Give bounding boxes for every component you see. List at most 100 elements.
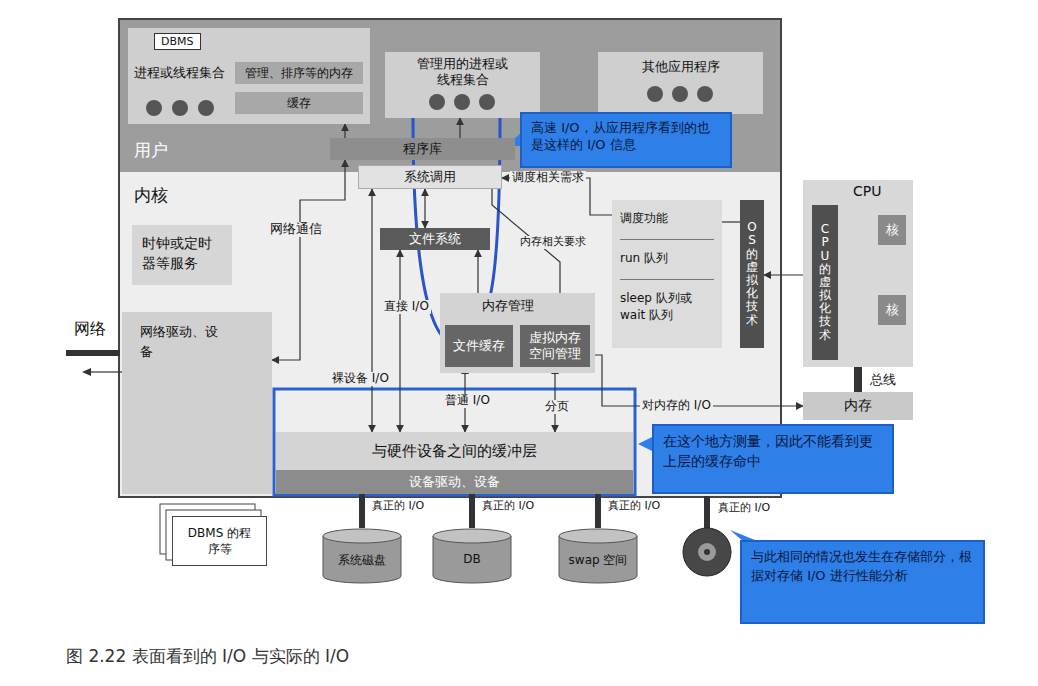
connector xyxy=(502,178,612,215)
node-text: 其他应用程序 xyxy=(598,58,763,76)
connector xyxy=(459,118,460,138)
edge-label-holder: 直接 I/O xyxy=(382,300,431,314)
scheduler-box: 调度功能run 队列sleep 队列或 wait 队列 xyxy=(612,200,722,348)
cylinder-top xyxy=(559,529,637,543)
node-text: 用户 xyxy=(134,139,168,162)
application-group: 其他应用程序 xyxy=(598,52,763,114)
network-leader xyxy=(90,371,122,372)
edge-label: 网络通信 xyxy=(268,222,324,237)
user-space-fill xyxy=(120,20,780,172)
virtual-memory-box: 虚拟内存空间管理 xyxy=(520,325,590,367)
connector xyxy=(371,189,372,432)
edge-label: 真正的 I/O xyxy=(480,500,536,513)
node-text: 高速 I/O，从应用程序看到的也是这样的 I/O 信息 xyxy=(531,119,721,153)
process-dot xyxy=(172,100,188,116)
callout-box: 与此相同的情况也发生在存储部分，根据对存储 I/O 进行性能分析 xyxy=(740,540,985,624)
node-text: 设备驱动、设备 xyxy=(409,473,500,491)
edge-label-holder: 对内存的 I/O xyxy=(640,399,713,413)
connector xyxy=(424,189,425,228)
connector xyxy=(464,367,465,432)
disk-hub xyxy=(698,543,716,561)
node-text: 进程或线程集合 xyxy=(134,64,232,82)
connector xyxy=(272,160,345,360)
node-text: 在这个地方测量，因此不能看到更上层的缓存命中 xyxy=(663,431,883,471)
io-bar xyxy=(595,494,601,528)
edge-label-holder: 真正的 I/O xyxy=(480,500,536,513)
process-group: DBMS 进程或线程集合管理、排序等的内存缓存 xyxy=(128,28,370,124)
process-dot xyxy=(479,94,495,110)
service-box: 时钟或定时器等服务 xyxy=(132,225,232,285)
node-text: OS 的虚拟化技术 xyxy=(746,221,758,327)
node-text: 缓存 xyxy=(287,95,311,112)
node-text: 核 xyxy=(886,301,899,319)
node-text: 调度功能 xyxy=(620,210,714,227)
io-label: 真正的 I/O xyxy=(716,502,772,515)
core-box: 核 xyxy=(878,295,906,325)
disk-cylinder: 系统磁盘 xyxy=(322,528,402,584)
node-text: 与硬件设备之间的缓冲层 xyxy=(372,442,537,461)
virtualization-strip: OS 的虚拟化技术 xyxy=(740,200,764,348)
node-text: 与此相同的情况也发生在存储部分，根据对存储 I/O 进行性能分析 xyxy=(751,547,974,585)
network-arrowhead xyxy=(82,368,91,376)
callout-box: 高速 I/O，从应用程序看到的也是这样的 I/O 信息 xyxy=(520,112,732,168)
edge-label-holder: 裸设备 I/O xyxy=(330,372,391,386)
buffer-layer-band: 与硬件设备之间的缓冲层 xyxy=(276,432,633,470)
file-cache-box: 文件缓存 xyxy=(445,325,513,367)
connector xyxy=(590,355,803,406)
edge-label-holder: 网络通信 xyxy=(268,222,324,237)
edge-label: 对内存的 I/O xyxy=(640,399,713,413)
process-dot xyxy=(429,94,445,110)
node-text: 程序库 xyxy=(403,140,442,158)
node-text: 网络驱动、设备 xyxy=(140,322,222,362)
edge-label-holder: 分页 xyxy=(543,400,571,414)
io-bar xyxy=(854,367,862,392)
memory-box: 管理、排序等的内存 xyxy=(235,62,363,84)
node-text: 内存管理 xyxy=(482,297,534,315)
node-text: 虚拟内存空间管理 xyxy=(527,330,583,362)
caption-holder: 图 2.22 表面看到的 I/O 与实际的 I/O xyxy=(66,645,349,668)
io-bar xyxy=(704,496,710,528)
node-text: 系统磁盘 xyxy=(322,552,402,569)
process-dot xyxy=(647,86,663,102)
program-document: DBMS 的程序等 xyxy=(172,516,267,566)
cache-box: 缓存 xyxy=(235,92,363,114)
node-text: run 队列 xyxy=(620,239,714,267)
node-text: 内存 xyxy=(844,397,872,415)
edge-label-holder: 总线 xyxy=(868,373,898,388)
edge-label-holder: 真正的 I/O xyxy=(606,500,662,513)
node-text: DBMS 的程序等 xyxy=(188,525,252,557)
edge-label: 调度相关需求 xyxy=(510,171,586,185)
edge-label: 总线 xyxy=(868,373,898,388)
edge-label-holder: 普通 I/O xyxy=(443,394,492,408)
cylinder-top xyxy=(433,529,511,543)
cpu-box: CPUCPU 的虚拟化技术核核 xyxy=(803,180,913,367)
process-dot xyxy=(454,94,470,110)
node-text: 管理、排序等的内存 xyxy=(245,65,353,82)
edge-label: 真正的 I/O xyxy=(370,500,426,513)
node-text: 文件缓存 xyxy=(453,337,505,355)
label-holder: 真正的 I/O xyxy=(716,502,772,515)
syscall-box: 系统调用 xyxy=(358,165,502,189)
cylinder-top xyxy=(323,529,401,543)
memory-management-box: 内存管理文件缓存 虚拟内存空间管理 xyxy=(440,293,595,373)
figure-caption: 图 2.22 表面看到的 I/O 与实际的 I/O xyxy=(66,645,349,668)
connector xyxy=(344,124,345,138)
edge-label-holder: 调度相关需求 xyxy=(510,171,586,185)
network-bar xyxy=(66,350,120,356)
virtualization-strip: CPU 的虚拟化技术 xyxy=(812,205,838,360)
node-text: 核 xyxy=(886,221,899,239)
io-bar xyxy=(359,494,365,528)
node-text: DBMS xyxy=(154,33,201,50)
node-text: CPU 的虚拟化技术 xyxy=(819,223,831,342)
network-label: 网络 xyxy=(72,320,108,338)
memory-box: 内存 xyxy=(803,392,913,420)
disk-platter xyxy=(683,528,731,576)
process-group: 管理用的进程或线程集合 xyxy=(385,52,540,118)
edge-label: 普通 I/O xyxy=(443,394,492,408)
edge-label: 裸设备 I/O xyxy=(330,372,391,386)
node-text: 时钟或定时器等服务 xyxy=(142,233,222,273)
disk-cylinder: swap 空间 xyxy=(558,528,638,584)
label-holder: 网络 xyxy=(72,320,108,338)
edge-label: 内存相关要求 xyxy=(518,236,588,249)
